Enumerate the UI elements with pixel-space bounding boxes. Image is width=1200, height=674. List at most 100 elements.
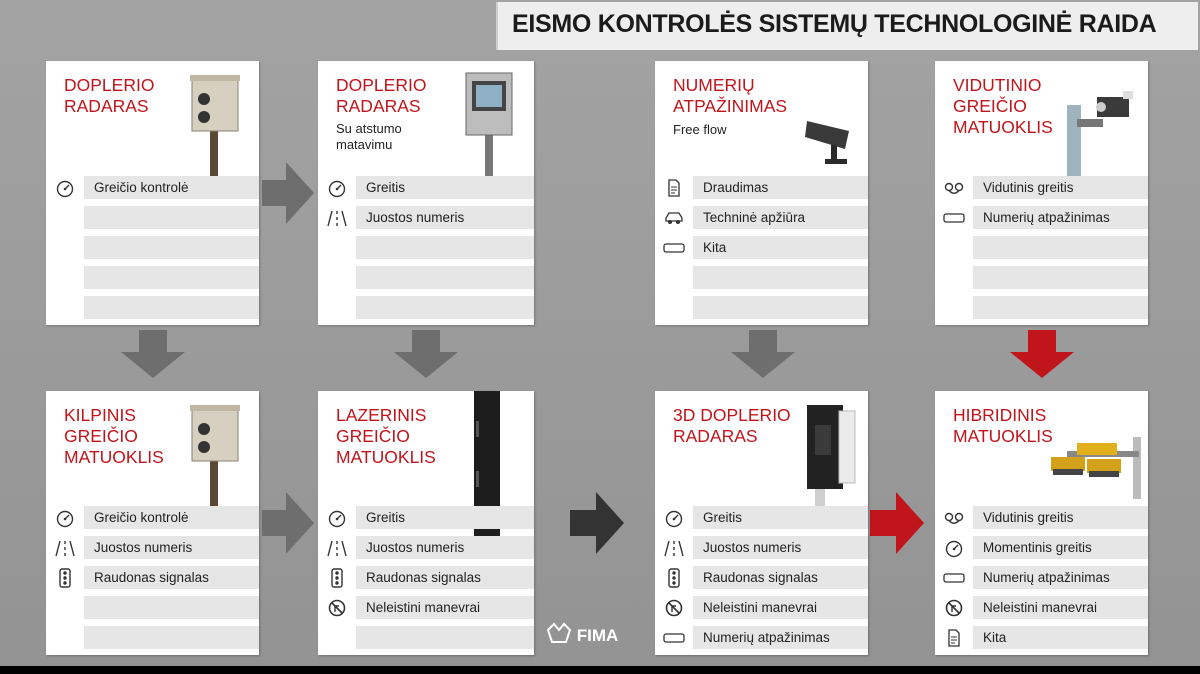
feature-bar: [84, 296, 259, 319]
feature-label: Greičio kontrolė: [94, 180, 189, 195]
3d-radar-image: [807, 405, 856, 507]
feature-row: Greitis: [318, 504, 534, 534]
feature-row: Kita: [935, 624, 1148, 654]
gauge-icon: [54, 178, 76, 198]
feature-row: [46, 204, 259, 234]
feature-row: [935, 234, 1148, 264]
gauge-icon: [326, 178, 348, 198]
hybrid-camera-image: [1051, 437, 1141, 499]
feature-bar: [693, 506, 868, 529]
feature-bar: [84, 176, 259, 199]
card-doplerio-radaras-atstumo: DOPLERIO RADARAS Su atstumo matavimu Gre…: [318, 61, 534, 325]
feature-row: [318, 234, 534, 264]
feature-bar: [356, 236, 534, 259]
card-title: DOPLERIO RADARAS: [64, 75, 155, 116]
feature-label: Neleistini manevrai: [703, 600, 818, 615]
feature-bar: [84, 506, 259, 529]
card-title: LAZERINIS GREIČIO MATUOKLIS: [336, 405, 436, 467]
feature-row: Numerių atpažinimas: [935, 204, 1148, 234]
feature-row: [935, 294, 1148, 324]
feature-bar: [693, 236, 868, 259]
plate-icon: [663, 628, 685, 648]
gauge-icon: [54, 508, 76, 528]
feature-row: Raudonas signalas: [318, 564, 534, 594]
arrow-right-gray-top: [262, 162, 314, 224]
feature-label: Numerių atpažinimas: [983, 210, 1110, 225]
feature-bar: [356, 176, 534, 199]
feature-bar: [356, 566, 534, 589]
route-icon: [943, 178, 965, 198]
arrow-down-red: [1010, 330, 1074, 378]
feature-row: [46, 234, 259, 264]
feature-bar: [973, 566, 1148, 589]
feature-bar: [973, 626, 1148, 649]
car-icon: [663, 208, 685, 228]
feature-row: Juostos numeris: [46, 534, 259, 564]
radar-box-image: [190, 75, 240, 177]
feature-bar: [356, 296, 534, 319]
title-banner: EISMO KONTROLĖS SISTEMŲ TECHNOLOGINĖ RAI…: [496, 2, 1198, 50]
plate-icon: [943, 208, 965, 228]
feature-bar: [84, 236, 259, 259]
anpr-camera-image: [805, 121, 849, 164]
feature-row: [46, 294, 259, 324]
feature-bar: [693, 176, 868, 199]
feature-row: [46, 594, 259, 624]
card-doplerio-radaras: DOPLERIO RADARAS Greičio kontrolė: [46, 61, 259, 325]
feature-label: Vidutinis greitis: [983, 510, 1074, 525]
traffic-light-icon: [663, 568, 685, 588]
feature-label: Kita: [703, 240, 727, 255]
feature-bar: [973, 506, 1148, 529]
card-kilpinis-greicio-matuoklis: KILPINIS GREIČIO MATUOKLIS Greičio kontr…: [46, 391, 259, 655]
feature-bar: [693, 596, 868, 619]
card-title: VIDUTINIO GREIČIO MATUOKLIS: [953, 75, 1053, 137]
lanes-icon: [663, 538, 685, 558]
arrow-down-gray-1: [121, 330, 185, 378]
feature-label: Raudonas signalas: [703, 570, 818, 585]
feature-label: Juostos numeris: [94, 540, 193, 555]
feature-label: Kita: [983, 630, 1007, 645]
feature-label: Raudonas signalas: [366, 570, 481, 585]
feature-row: Juostos numeris: [318, 204, 534, 234]
feature-label: Draudimas: [703, 180, 769, 195]
card-subtitle: Su atstumo matavimu: [336, 121, 402, 152]
feature-label: Greičio kontrolė: [94, 510, 189, 525]
feature-bar: [356, 536, 534, 559]
arrow-down-gray-2: [394, 330, 458, 378]
feature-label: Numerių atpažinimas: [703, 630, 830, 645]
feature-row: [318, 294, 534, 324]
feature-bar: [693, 566, 868, 589]
feature-label: Juostos numeris: [366, 210, 465, 225]
card-title: HIBRIDINIS MATUOKLIS: [953, 405, 1053, 446]
feature-row: Neleistini manevrai: [318, 594, 534, 624]
card-subtitle: Free flow: [673, 122, 727, 137]
feature-label: Neleistini manevrai: [366, 600, 481, 615]
card-vidutinio-greicio-matuoklis: VIDUTINIO GREIČIO MATUOKLIS Vidutinis gr…: [935, 61, 1148, 325]
feature-bar: [84, 596, 259, 619]
traffic-light-icon: [326, 568, 348, 588]
feature-row: Momentinis greitis: [935, 534, 1148, 564]
no-turn-icon: [326, 598, 348, 618]
feature-bar: [973, 296, 1148, 319]
feature-row: [318, 624, 534, 654]
plate-icon: [943, 568, 965, 588]
feature-row: Raudonas signalas: [46, 564, 259, 594]
feature-bar: [356, 266, 534, 289]
feature-label: Greitis: [703, 510, 743, 525]
arrow-right-red: [870, 492, 924, 554]
feature-bar: [356, 596, 534, 619]
feature-bar: [693, 296, 868, 319]
feature-row: Neleistini manevrai: [935, 594, 1148, 624]
feature-label: Techninė apžiūra: [703, 210, 806, 225]
feature-row: Neleistini manevrai: [655, 594, 868, 624]
gauge-icon: [663, 508, 685, 528]
feature-list: Greičio kontrolė: [46, 174, 259, 324]
